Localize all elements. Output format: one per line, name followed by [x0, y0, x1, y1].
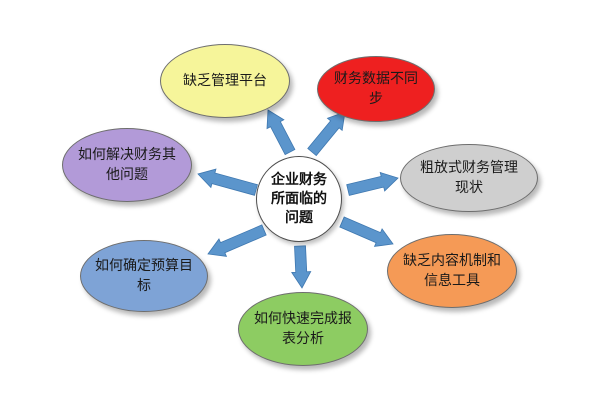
node-solve-other-finance-issues: 如何解决财务其他问题	[62, 128, 192, 202]
central-topic: 企业财务所面临的问题	[256, 156, 342, 242]
node-label: 财务数据不同步	[334, 71, 418, 107]
node-lack-internal-mechanism-tools: 缺乏内容机制和信息工具	[387, 234, 517, 308]
node-extensive-financial-management: 粗放式财务管理现状	[400, 144, 538, 212]
arrow-to-left	[197, 168, 258, 196]
arrow-to-right	[346, 171, 399, 196]
arrow-to-bl	[207, 224, 267, 257]
arrow-to-bottom	[291, 245, 312, 289]
node-label: 粗放式财务管理现状	[420, 160, 518, 196]
arrow-to-tr	[307, 111, 346, 157]
arrow-to-top	[266, 109, 296, 156]
arrow-to-br	[339, 216, 394, 247]
node-determine-budget-target: 如何确定预算目标	[80, 240, 208, 312]
node-label: 如何解决财务其他问题	[78, 147, 176, 183]
node-label: 如何确定预算目标	[95, 258, 193, 294]
node-label: 缺乏管理平台	[183, 73, 267, 89]
central-topic-label: 企业财务所面临的问题	[271, 171, 327, 226]
node-label: 如何快速完成报表分析	[254, 311, 352, 347]
node-financial-data-out-of-sync: 财务数据不同步	[317, 56, 435, 122]
node-fast-report-analysis: 如何快速完成报表分析	[238, 292, 368, 366]
node-label: 缺乏内容机制和信息工具	[403, 253, 501, 289]
node-lack-management-platform: 缺乏管理平台	[160, 44, 290, 118]
